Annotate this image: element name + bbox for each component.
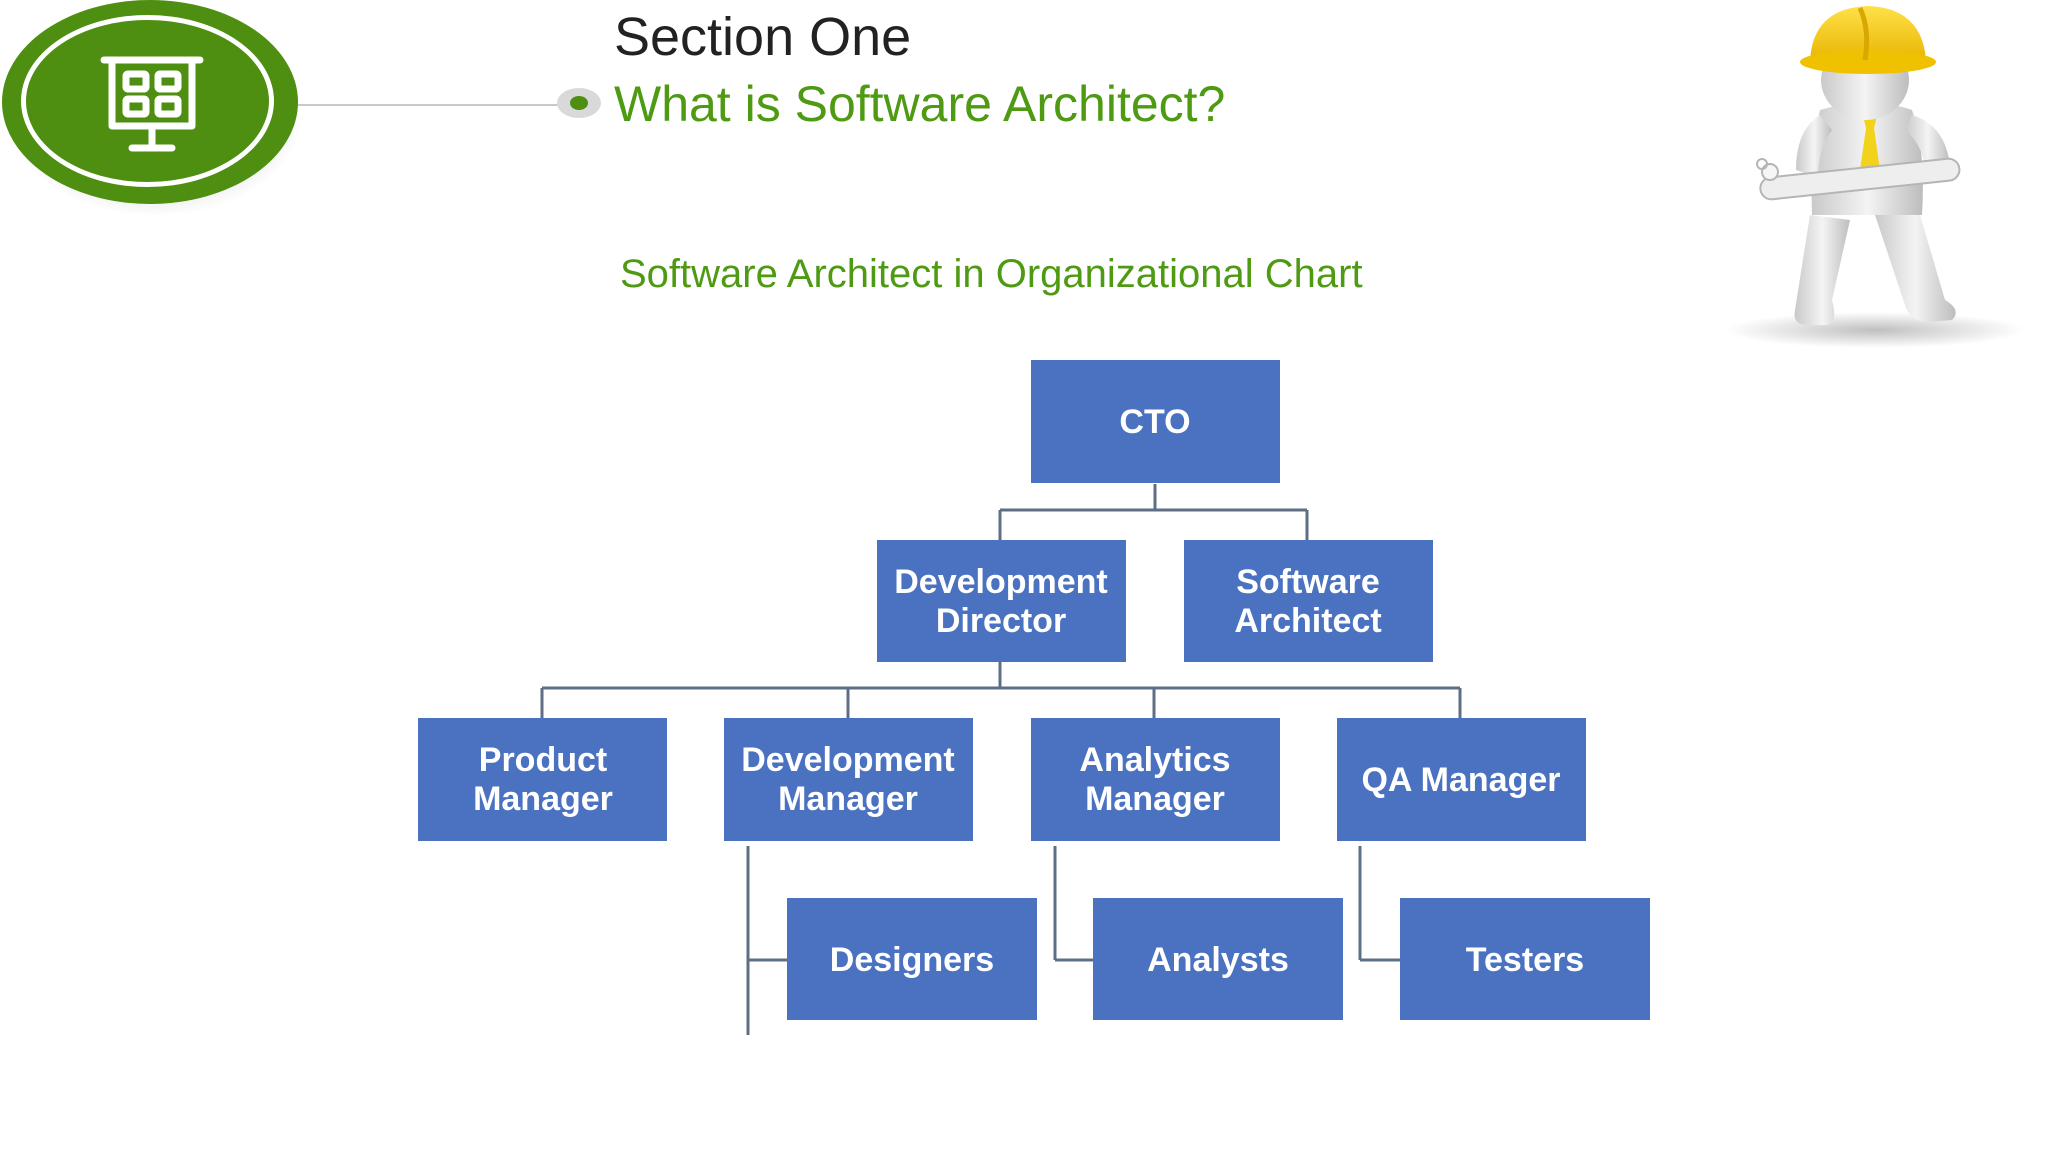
org-node-testers-label: Testers bbox=[1466, 941, 1584, 979]
org-node-designers-label: Designers bbox=[830, 941, 994, 979]
org-node-testers: Testers bbox=[1400, 898, 1650, 1020]
worker-blueprint bbox=[1756, 157, 1961, 201]
org-node-qa-manager-label: QA Manager bbox=[1361, 761, 1560, 799]
org-node-cto: CTO bbox=[1031, 360, 1280, 483]
connector-dot-center bbox=[570, 96, 588, 110]
chart-caption: Software Architect in Organizational Cha… bbox=[620, 252, 1363, 296]
connector-line bbox=[298, 104, 568, 106]
org-node-designers: Designers bbox=[787, 898, 1037, 1020]
worker-tie bbox=[1860, 112, 1880, 182]
worker-helmet bbox=[1800, 6, 1936, 74]
org-node-development-manager-line1: Development bbox=[741, 741, 955, 779]
org-node-product-manager-line2: Manager bbox=[473, 780, 613, 818]
section-title: Section One bbox=[614, 7, 912, 67]
connector-dot bbox=[557, 88, 601, 118]
org-node-analytics-manager: Analytics Manager bbox=[1031, 718, 1280, 841]
org-node-qa-manager: QA Manager bbox=[1337, 718, 1586, 841]
org-node-analytics-manager-line1: Analytics bbox=[1079, 741, 1230, 779]
org-node-analysts-label: Analysts bbox=[1147, 941, 1289, 979]
org-node-product-manager: Product Manager bbox=[418, 718, 667, 841]
org-node-cto-label: CTO bbox=[1119, 403, 1190, 441]
section-subtitle: What is Software Architect? bbox=[614, 76, 1226, 132]
badge-ring bbox=[21, 15, 274, 187]
presentation-board-icon bbox=[100, 56, 204, 152]
org-node-development-director-line2: Director bbox=[936, 602, 1066, 640]
org-node-software-architect-line2: Architect bbox=[1234, 602, 1381, 640]
org-node-product-manager-line1: Product bbox=[479, 741, 607, 779]
org-connectors bbox=[540, 484, 1462, 1035]
org-node-development-director: Development Director bbox=[877, 540, 1126, 662]
org-node-software-architect-line1: Software bbox=[1236, 563, 1380, 601]
worker-legs bbox=[1794, 215, 1956, 325]
org-node-software-architect: Software Architect bbox=[1184, 540, 1433, 662]
org-node-development-director-line1: Development bbox=[894, 563, 1108, 601]
org-node-development-manager: Development Manager bbox=[724, 718, 973, 841]
org-node-analysts: Analysts bbox=[1093, 898, 1343, 1020]
section-badge bbox=[0, 0, 305, 215]
org-node-development-manager-line2: Manager bbox=[778, 780, 918, 818]
construction-worker-illustration bbox=[1725, 6, 2025, 348]
org-node-analytics-manager-line2: Manager bbox=[1085, 780, 1225, 818]
